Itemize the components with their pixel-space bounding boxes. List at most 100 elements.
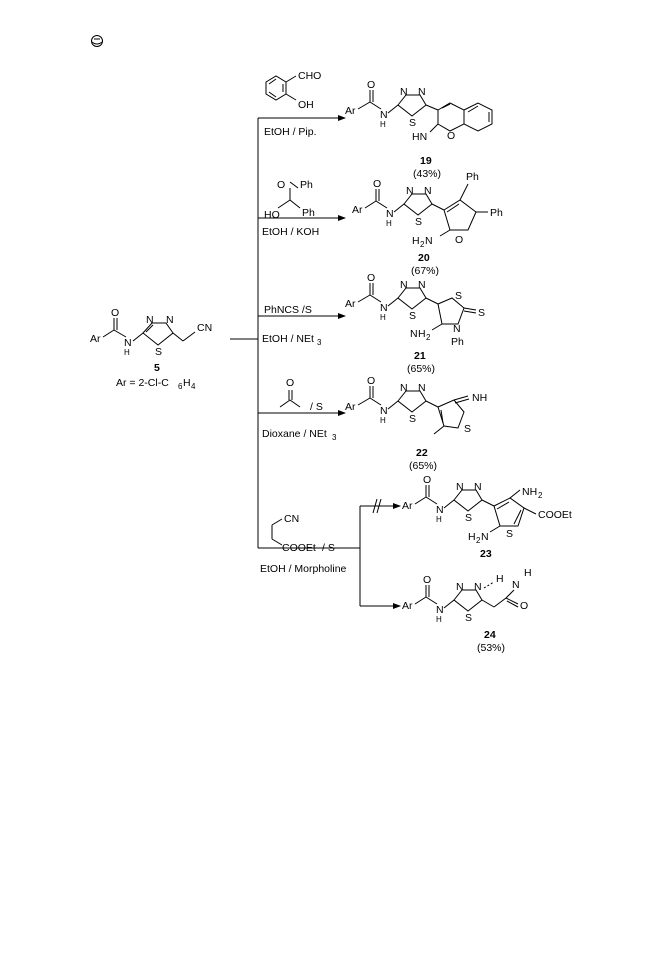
c21-ar: Ar bbox=[345, 298, 356, 310]
c23-s: S bbox=[465, 512, 472, 524]
c22-s: S bbox=[409, 413, 416, 425]
c24-ar: Ar bbox=[402, 600, 413, 612]
c19-o: O bbox=[367, 79, 375, 91]
reaction-20-reagent: O Ph HO Ph bbox=[264, 179, 315, 221]
r19-oh: OH bbox=[298, 99, 314, 111]
c24-o: O bbox=[423, 574, 431, 586]
c23-amine-top: NH 2 bbox=[522, 486, 543, 500]
c24-amide-n: N bbox=[512, 579, 520, 591]
compound-21: Ar O N H N N S S S N Ph N H 2 21 (65%) bbox=[345, 272, 485, 375]
r22-conditions-top: / S bbox=[310, 401, 323, 413]
c22-ar: Ar bbox=[345, 401, 356, 413]
c20-ph2: Ph bbox=[490, 207, 503, 219]
c23-amine-bot-n: N bbox=[481, 531, 489, 543]
r22-conditions-sub: 3 bbox=[332, 433, 337, 442]
ar-def-h: H bbox=[183, 377, 191, 389]
ar-def-sub2: 4 bbox=[191, 382, 196, 391]
c21-n1: N bbox=[400, 279, 408, 291]
c19-ring-o: O bbox=[447, 130, 455, 142]
reaction-19-reagent: CHO OH bbox=[265, 70, 321, 111]
r23-conditions: EtOH / Morpholine bbox=[260, 563, 347, 575]
c20-ring-o: O bbox=[455, 234, 463, 246]
compound-20: Ar O N H N N S O Ph Ph H 2 N 20 (67%) bbox=[352, 171, 503, 277]
r21-conditions: EtOH / NEt 3 bbox=[262, 333, 322, 347]
sm-cn: CN bbox=[197, 322, 212, 334]
c20-o: O bbox=[373, 178, 381, 190]
c21-amine-h: H bbox=[418, 328, 426, 340]
c21-yield: (65%) bbox=[407, 363, 435, 375]
c19-n: N bbox=[380, 109, 388, 121]
c21-ring-n: N bbox=[453, 323, 461, 335]
compound-19: Ar O N H N N S O HN 19 (43%) bbox=[345, 79, 493, 180]
c23-amine-bot-h: H bbox=[468, 531, 476, 543]
c20-ar: Ar bbox=[352, 204, 363, 216]
c24-h: H bbox=[436, 615, 442, 624]
ar-definition: Ar = 2-Cl-C 6 H 4 bbox=[116, 377, 196, 391]
c21-n2: N bbox=[418, 279, 426, 291]
c24-amide-o: O bbox=[520, 600, 528, 612]
c20-amine-sub: 2 bbox=[420, 240, 425, 249]
c24-amide-h1: H bbox=[496, 573, 504, 585]
reaction-23-reagent: CN COOEt / S bbox=[271, 513, 335, 554]
compound-24: Ar O N H N N S O N H H 24 (53%) bbox=[402, 567, 532, 654]
sm-ar-label: Ar bbox=[90, 333, 101, 345]
c21-h: H bbox=[380, 313, 386, 322]
sm-ring-n2: N bbox=[166, 314, 174, 326]
r23-cn: CN bbox=[284, 513, 299, 525]
c22-n1: N bbox=[400, 382, 408, 394]
c23-ring-s: S bbox=[506, 528, 513, 540]
r21-conditions-top: PhNCS /S bbox=[264, 304, 312, 316]
reaction-22-reagent: O / S bbox=[279, 377, 323, 413]
c22-ring-s: S bbox=[464, 423, 471, 435]
c21-s: S bbox=[409, 310, 416, 322]
sm-ring-n1: N bbox=[146, 314, 154, 326]
ar-def-sub1: 6 bbox=[178, 382, 183, 391]
c23-amine-bot: H 2 N bbox=[468, 531, 489, 545]
r22-o: O bbox=[286, 377, 294, 389]
c22-h: H bbox=[380, 416, 386, 425]
c20-ph1: Ph bbox=[466, 171, 479, 183]
c23-h: H bbox=[436, 515, 442, 524]
c20-s: S bbox=[415, 216, 422, 228]
c23-n2: N bbox=[474, 481, 482, 493]
c22-n: N bbox=[380, 405, 388, 417]
c22-number: 22 bbox=[416, 447, 428, 459]
r21-conditions-sub: 3 bbox=[317, 338, 322, 347]
c24-number: 24 bbox=[484, 629, 496, 641]
c23-ar: Ar bbox=[402, 500, 413, 512]
c19-s: S bbox=[409, 117, 416, 129]
ar-definition-text: Ar = 2-Cl-C bbox=[116, 377, 169, 389]
c21-n: N bbox=[380, 302, 388, 314]
c23-o: O bbox=[423, 474, 431, 486]
r22-conditions: Dioxane / NEt 3 bbox=[262, 428, 337, 442]
sm-amide-n: N bbox=[124, 337, 132, 349]
c20-n: N bbox=[386, 208, 394, 220]
sm-carbonyl-o: O bbox=[111, 307, 119, 319]
c19-n1: N bbox=[400, 86, 408, 98]
c19-h: H bbox=[380, 120, 386, 129]
reaction-arrows bbox=[230, 115, 401, 609]
c20-amine-h: H bbox=[412, 235, 420, 247]
r21-conditions-text: EtOH / NEt bbox=[262, 333, 314, 345]
r20-o: O bbox=[277, 179, 285, 191]
c23-number: 23 bbox=[480, 548, 492, 560]
c20-amine-n: N bbox=[425, 235, 433, 247]
c19-yield: (43%) bbox=[413, 168, 441, 180]
c19-number: 19 bbox=[420, 155, 432, 167]
r22-conditions-text: Dioxane / NEt bbox=[262, 428, 327, 440]
c19-imine: HN bbox=[412, 131, 427, 143]
c24-n: N bbox=[436, 604, 444, 616]
sm-amide-h: H bbox=[124, 348, 130, 357]
c21-thione-s: S bbox=[478, 307, 485, 319]
c21-amine-n: N bbox=[410, 328, 418, 340]
sm-compound-number: 5 bbox=[154, 362, 160, 374]
c21-amine: N H 2 bbox=[410, 328, 431, 342]
compound-5: Ar O N H N N S CN 5 Ar = 2-Cl-C 6 H 4 bbox=[90, 307, 212, 391]
c20-n2: N bbox=[424, 185, 432, 197]
c24-amide-h2: H bbox=[524, 567, 532, 579]
c24-s: S bbox=[465, 612, 472, 624]
c21-ring-s: S bbox=[455, 290, 462, 302]
c24-yield: (53%) bbox=[477, 642, 505, 654]
c23-n: N bbox=[436, 504, 444, 516]
